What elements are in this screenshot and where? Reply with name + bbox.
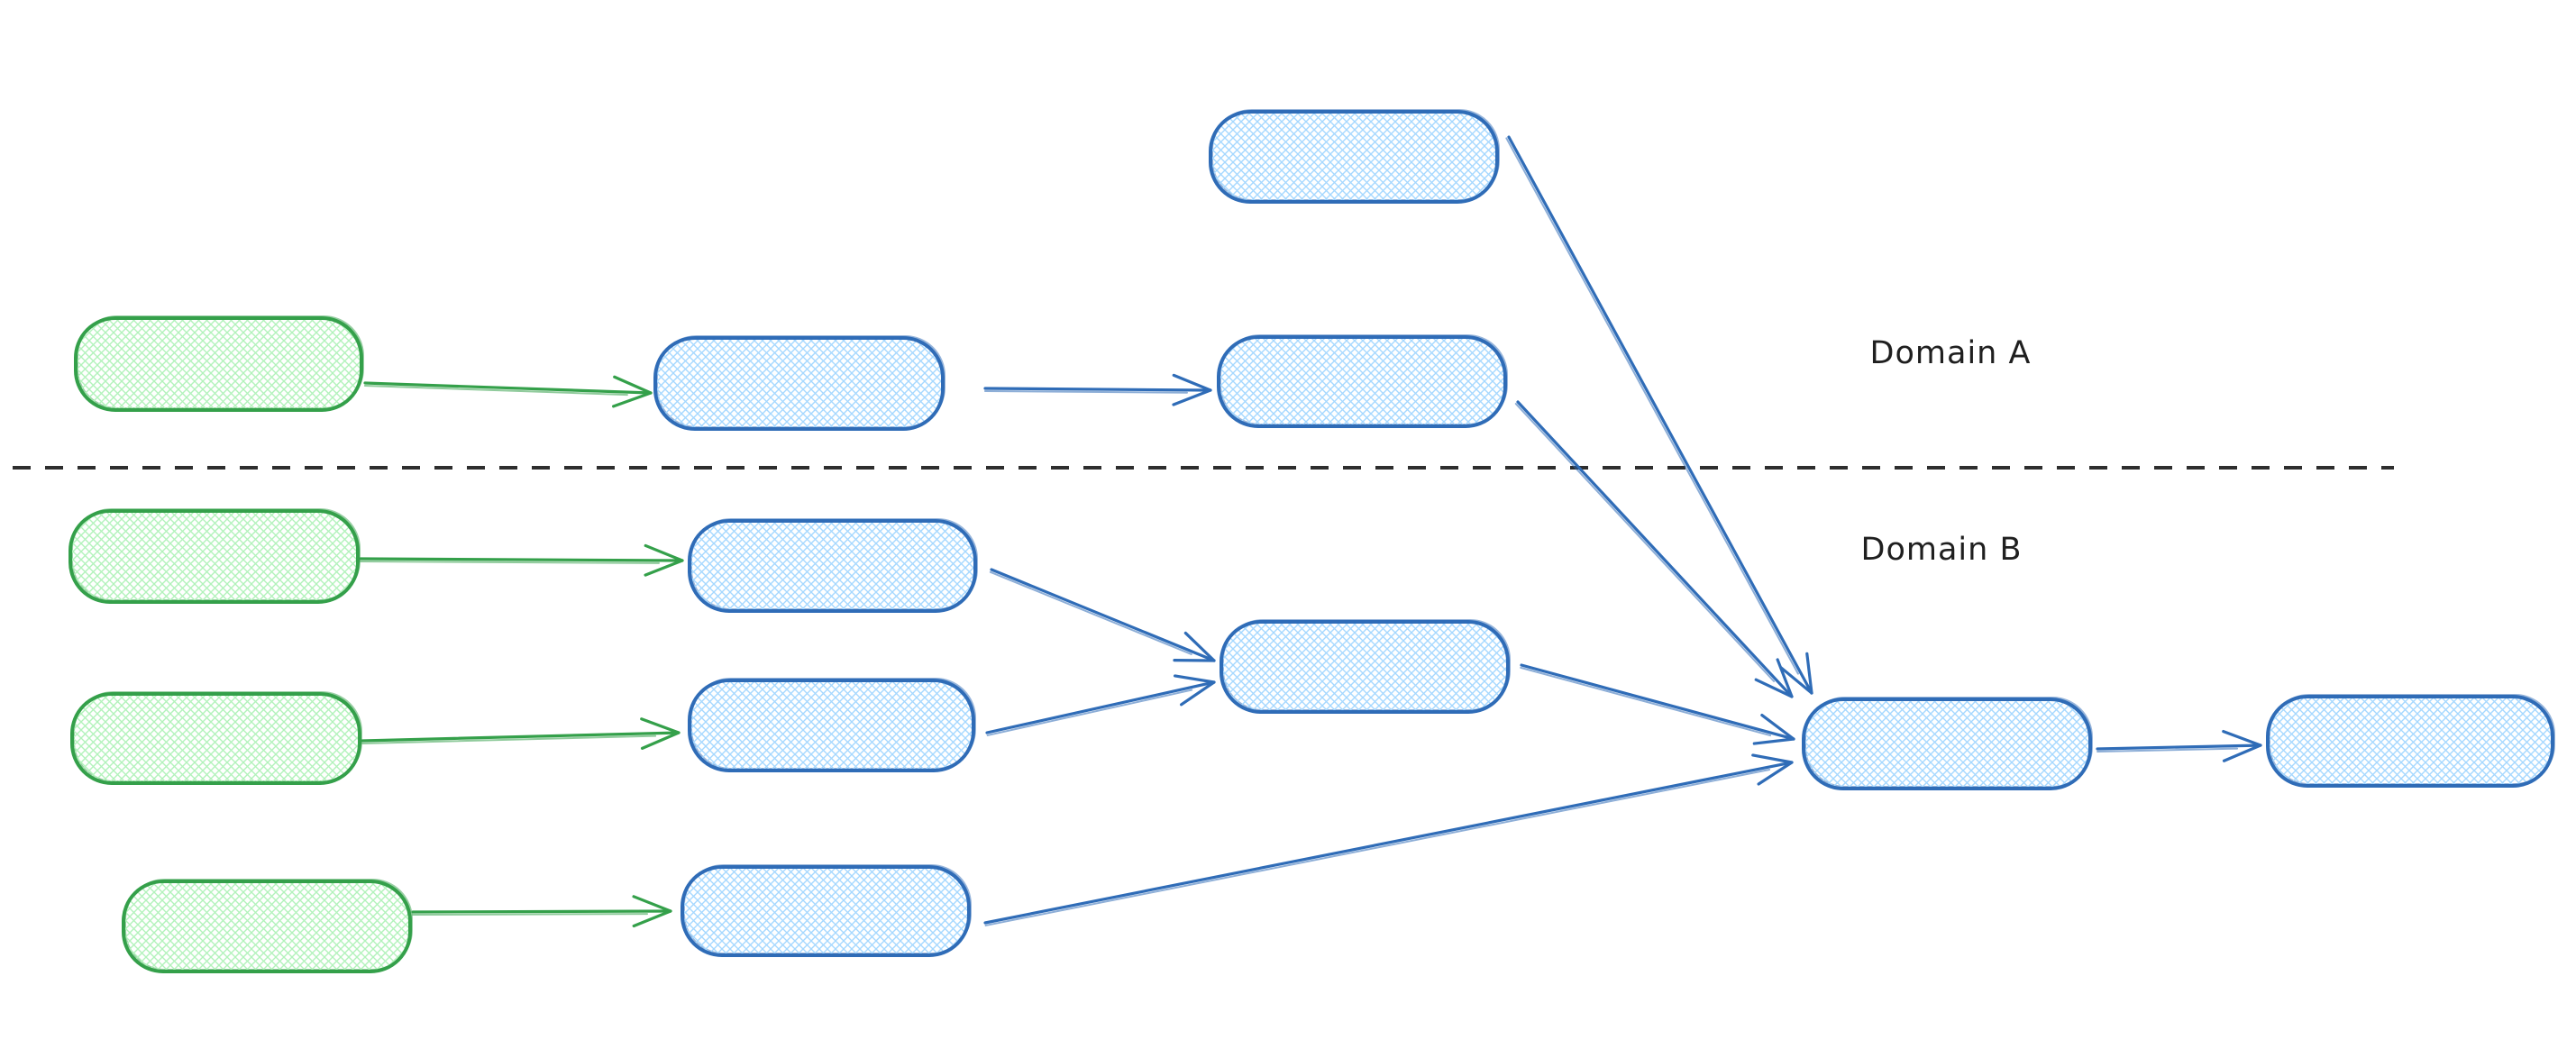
node-domain-b-merge[interactable]: [1219, 619, 1511, 714]
edge-b-green1-to-stage1a[interactable]: [359, 543, 684, 577]
edge-b-green3-to-stage1c[interactable]: [411, 895, 672, 928]
node-domain-b-green-source-2[interactable]: [70, 691, 362, 785]
edge-a-extra-to-sink[interactable]: [1505, 135, 1813, 695]
node-domain-a-extra-source[interactable]: [1209, 109, 1500, 204]
edge-a-green-to-stage1[interactable]: [363, 375, 653, 408]
edge-b-stage1a-to-merge[interactable]: [989, 568, 1216, 662]
edge-b-merge-to-sink[interactable]: [1520, 663, 1795, 745]
domain-b-label[interactable]: Domain B: [1861, 532, 2023, 568]
node-domain-a-stage-1[interactable]: [653, 335, 945, 431]
node-domain-b-stage-1b[interactable]: [688, 678, 976, 772]
edge-b-stage1b-to-merge[interactable]: [985, 674, 1216, 736]
edge-b-stage1c-to-sink[interactable]: [983, 753, 1794, 926]
node-domain-a-green-source[interactable]: [74, 315, 364, 412]
nodes-layer: [69, 109, 2555, 973]
node-domain-b-green-source-3[interactable]: [122, 879, 413, 973]
domain-a-label[interactable]: Domain A: [1870, 335, 2032, 371]
node-shared-sink[interactable]: [1802, 697, 2093, 790]
edges-layer: [359, 135, 2262, 928]
node-domain-a-stage-2[interactable]: [1217, 334, 1508, 428]
node-domain-b-stage-1a[interactable]: [688, 518, 978, 613]
node-final-output[interactable]: [2266, 694, 2555, 788]
edge-a-stage2-to-sink[interactable]: [1514, 400, 1794, 698]
edge-sink-to-final[interactable]: [2096, 729, 2262, 762]
node-domain-b-green-source-1[interactable]: [69, 508, 361, 604]
node-domain-b-stage-1c[interactable]: [681, 864, 972, 957]
edge-b-green2-to-stage1b[interactable]: [361, 717, 681, 750]
edge-a-stage1-to-stage2[interactable]: [983, 373, 1212, 406]
